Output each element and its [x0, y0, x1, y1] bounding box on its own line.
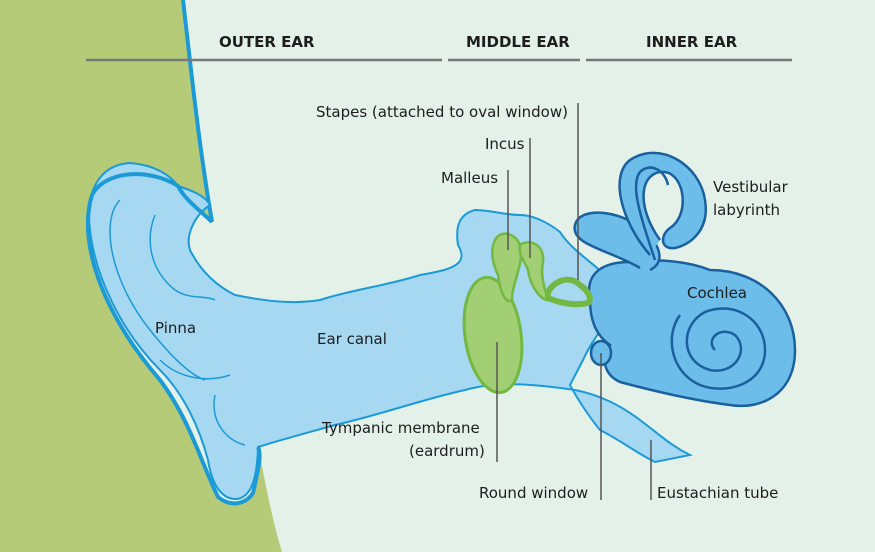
- skin-edge-line: [181, 0, 214, 223]
- pinna-label: Pinna: [155, 319, 197, 337]
- stapes-shape: [545, 276, 593, 308]
- pinna-fold-3: [159, 359, 231, 380]
- tympanic-label-line1: Tympanic membrane: [322, 419, 480, 437]
- malleus-shape: [490, 232, 523, 303]
- vestibular-canal-3: [634, 166, 670, 261]
- malleus-label: Malleus: [441, 169, 499, 187]
- head-skin-region: [0, 0, 282, 552]
- pinna-fold-4: [213, 394, 246, 446]
- cochlea-spiral: [670, 307, 767, 390]
- ear-canal-label: Ear canal: [317, 330, 387, 348]
- tympanic-label-line2: (eardrum): [409, 442, 485, 460]
- inner-ear-header: INNER EAR: [646, 33, 738, 51]
- round-window-label: Round window: [479, 484, 589, 502]
- vestibular-label-line1: Vestibular: [713, 178, 788, 196]
- stapes-label: Stapes (attached to oval window): [316, 103, 568, 121]
- pinna-fold-2: [149, 214, 216, 301]
- vestibular-label-line2: labyrinth: [713, 201, 780, 219]
- tympanic-membrane-shape: [462, 275, 524, 395]
- middle-ear-header: MIDDLE EAR: [466, 33, 570, 51]
- outer-ear-header: OUTER EAR: [219, 33, 315, 51]
- pinna-rim: [85, 172, 262, 506]
- eustachian-tube-label: Eustachian tube: [657, 484, 779, 502]
- cochlea-label: Cochlea: [687, 284, 747, 302]
- incus-label: Incus: [485, 135, 525, 153]
- vestibular-canal-2: [618, 151, 708, 256]
- pinna-fold-1: [109, 199, 206, 381]
